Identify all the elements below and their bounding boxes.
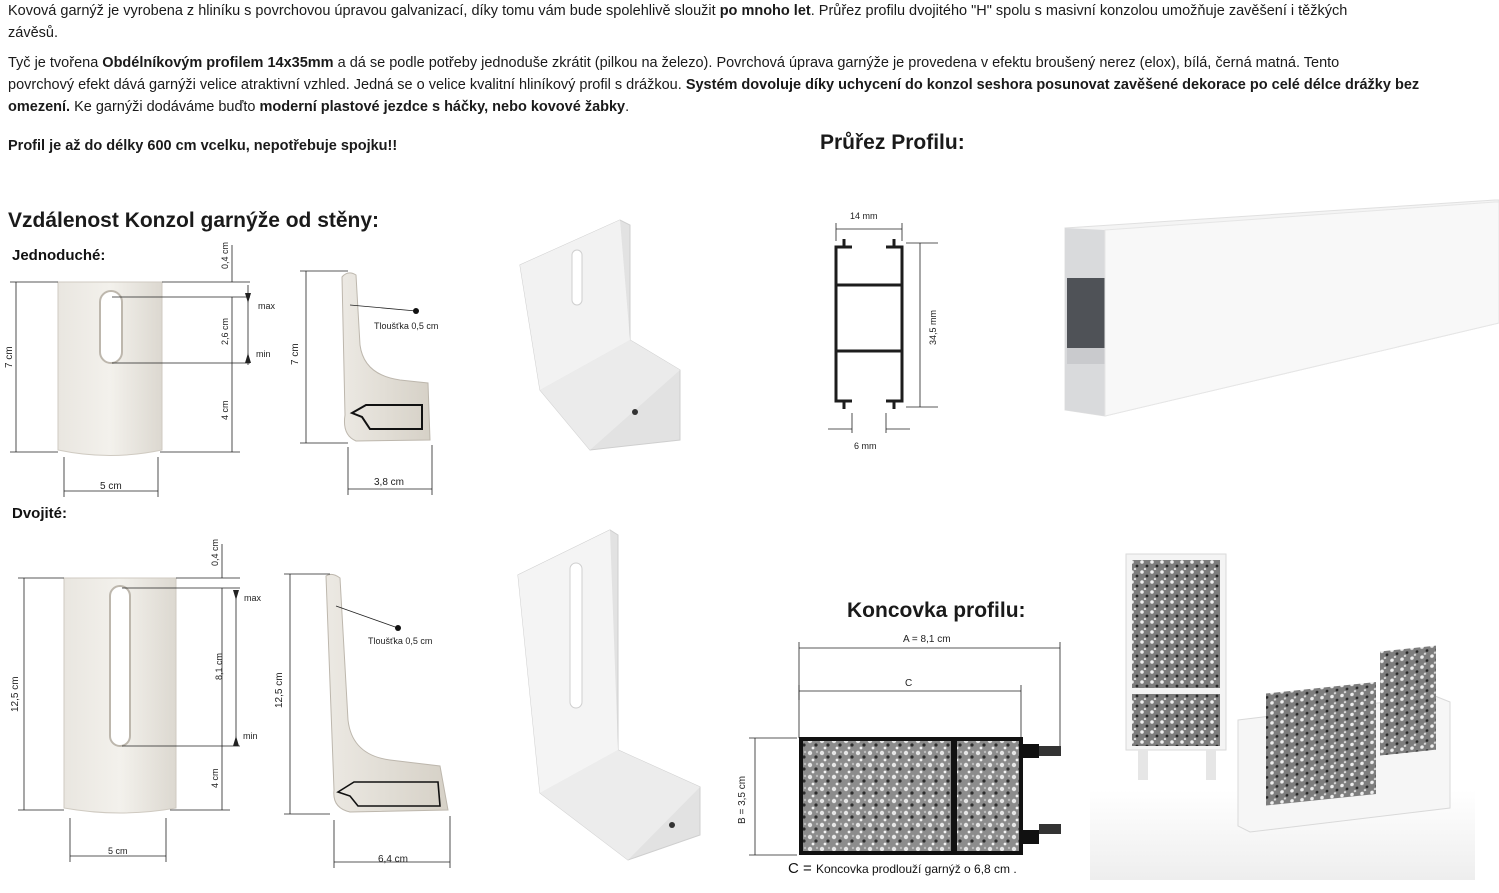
label-double: Dvojité:: [12, 505, 68, 522]
intro-p2-h: moderní plastové jezdce s háčky, nebo ko…: [259, 99, 626, 115]
profile-slot-label: 6 mm: [854, 441, 877, 451]
double-bracket-photo: [517, 529, 701, 861]
intro-paragraph-1: Kovová garnýž je vyrobena z hliníku s po…: [8, 0, 1408, 44]
heading-profile: Průřez Profilu:: [820, 131, 965, 154]
intro-p2-g: Ke garnýži dodáváme buďto: [70, 99, 260, 115]
single-max-label: max: [258, 301, 276, 311]
double-bracket-side-diagram: 12,5 cm Tloušťka 0,5 cm 6,4 cm: [274, 573, 451, 868]
single-depth-label: 3,8 cm: [374, 477, 404, 488]
profile-rail-photo: [1064, 199, 1499, 417]
single-bracket-slot: [99, 290, 123, 364]
end-cap-b-label: B = 3,5 cm: [737, 776, 748, 824]
double-bracket-side-shape: [325, 573, 449, 813]
intro-p2-f: omezení.: [8, 99, 71, 115]
label-single: Jednoduché:: [12, 247, 106, 264]
intro-p2-i: .: [625, 99, 630, 115]
single-thickness-label: Tloušťka 0,5 cm: [374, 321, 438, 331]
double-width-label: 5 cm: [108, 846, 128, 856]
single-bracket-photo: [519, 219, 681, 451]
intro-p2-b: Obdélníkovým profilem 14x35mm: [102, 55, 334, 71]
end-cap-photo: [1090, 553, 1475, 880]
intro-p2-e: Systém dovoluje díky uchycení do konzol …: [685, 77, 1420, 93]
heading-distance: Vzdálenost Konzol garnýže od stěny:: [8, 209, 380, 232]
end-cap-note-c: C =: [788, 860, 816, 877]
double-height-label: 12,5 cm: [10, 676, 21, 712]
intro-p1-b: po mnoho let: [719, 3, 811, 19]
double-side-height-label: 12,5 cm: [274, 672, 285, 708]
intro-paragraph-2: Tyč je tvořena Obdélníkovým profilem 14x…: [8, 52, 1428, 118]
single-side-height-label: 7 cm: [290, 343, 301, 365]
single-bracket-side-diagram: 7 cm Tloušťka 0,5 cm 3,8 cm: [290, 270, 438, 495]
heading-end-cap: Koncovka profilu:: [847, 599, 1026, 622]
end-cap-c-label: C: [905, 678, 912, 689]
single-bracket-front-diagram: 7 cm 5 cm 0,4 cm 2,6 cm 4 cm max min: [4, 242, 276, 497]
intro-p2-a: Tyč je tvořena: [8, 55, 103, 71]
single-bracket-plate: [57, 281, 163, 456]
double-bracket-slot: [109, 585, 131, 747]
end-cap-diagram: A = 8,1 cm C B = 3,5 cm: [737, 634, 1061, 856]
single-slot-label: 2,6 cm: [220, 318, 230, 345]
end-cap-a-label: A = 8,1 cm: [903, 634, 951, 645]
double-bottom-label: 4 cm: [210, 768, 220, 788]
single-top-gap-label: 0,4 cm: [220, 242, 230, 269]
intro-p1-d: závěsů.: [8, 25, 58, 41]
end-cap-note-text: Koncovka prodlouží garnýž o 6,8 cm .: [815, 862, 1017, 876]
single-min-label: min: [256, 349, 271, 359]
double-slot-label: 8,1 cm: [214, 653, 224, 680]
profile-width-label: 14 mm: [850, 211, 878, 221]
double-min-label: min: [243, 731, 258, 741]
intro-p1-a: Kovová garnýž je vyrobena z hliníku s po…: [8, 3, 720, 19]
double-top-gap-label: 0,4 cm: [210, 539, 220, 566]
single-height-label: 7 cm: [4, 346, 15, 368]
intro-p2-c: a dá se podle potřeby jednoduše zkrátit …: [333, 55, 1340, 71]
single-bracket-side-shape: [341, 272, 431, 442]
single-width-label: 5 cm: [100, 481, 122, 492]
single-bottom-label: 4 cm: [220, 400, 230, 420]
intro-p2-d: povrchový efekt dává garnýži velice atra…: [8, 77, 686, 93]
double-max-label: max: [244, 593, 262, 603]
double-thickness-label: Tloušťka 0,5 cm: [368, 636, 432, 646]
end-cap-note: C = Koncovka prodlouží garnýž o 6,8 cm .: [788, 860, 1017, 877]
intro-paragraph-3: Profil je až do délky 600 cm vcelku, nep…: [8, 138, 398, 154]
double-bracket-front-diagram: 12,5 cm 5 cm 0,4 cm 8,1 cm 4 cm max min: [10, 539, 262, 862]
intro-p1-c: . Průřez profilu dvojitého "H" spolu s m…: [810, 3, 1348, 19]
profile-cross-section-diagram: 14 mm 34,5 mm 6 mm: [828, 211, 938, 451]
profile-height-label: 34,5 mm: [928, 310, 938, 345]
double-depth-label: 6,4 cm: [378, 854, 408, 865]
